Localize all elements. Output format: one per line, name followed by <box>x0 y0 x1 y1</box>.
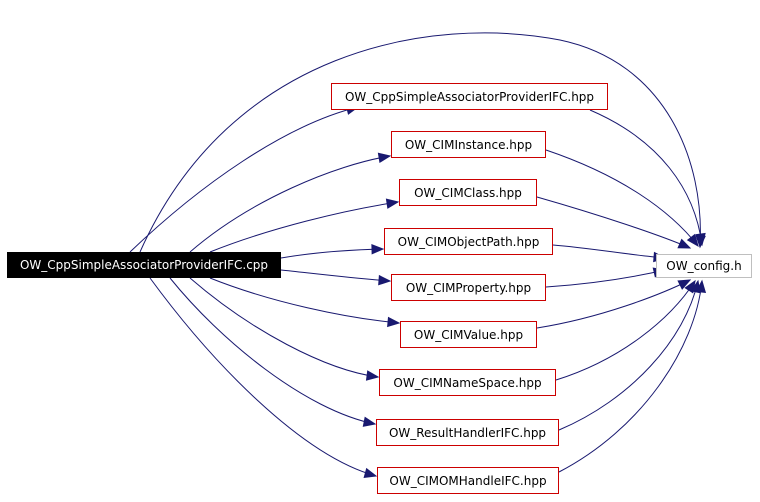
node-ow-ciminstance-hpp[interactable]: OW_CIMInstance.hpp <box>391 131 546 158</box>
node-ow-cimclass-hpp[interactable]: OW_CIMClass.hpp <box>399 179 537 206</box>
edge-include-2-to-config-arrowhead <box>677 238 692 249</box>
edge-source-to-include-5 <box>209 277 400 324</box>
edge-source-to-include-2 <box>209 201 399 253</box>
source-file-node[interactable]: OW_CppSimpleAssociatorProviderIFC.cpp <box>7 252 281 278</box>
edge-include-1-to-config-arrowhead <box>686 233 699 248</box>
edge-source-to-include-7-arrowhead <box>362 416 377 427</box>
edge-include-0-to-config-arrowhead <box>695 232 706 247</box>
edge-source-to-include-0 <box>129 106 359 253</box>
edge-include-7-to-config <box>558 280 699 431</box>
node-ow-resulthandleridc-hpp[interactable]: OW_ResultHandlerIFC.hpp <box>376 419 559 446</box>
edge-source-to-include-8 <box>149 277 377 477</box>
edge-source-to-include-3-arrowhead <box>371 244 385 255</box>
node-ow-cimvalue-hpp[interactable]: OW_CIMValue.hpp <box>400 321 537 348</box>
edge-include-6-to-config <box>555 280 696 381</box>
node-ow-cimnamespace-hpp[interactable]: OW_CIMNameSpace.hpp <box>379 369 556 396</box>
edge-include-5-to-config-arrowhead <box>677 279 692 290</box>
edge-include-8-to-config-arrowhead <box>695 279 707 293</box>
edge-source-to-include-1 <box>189 155 391 253</box>
edge-source-to-config <box>139 32 701 253</box>
edge-source-to-include-4-arrowhead <box>378 274 392 286</box>
node-ow-config-h: OW_config.h <box>656 254 752 278</box>
edge-include-5-to-config <box>536 279 691 329</box>
node-ow-cimomhandleidc-hpp[interactable]: OW_CIMOMHandleIFC.hpp <box>377 467 559 494</box>
edge-source-to-include-6 <box>189 277 379 378</box>
node-ow-cimproperty-hpp[interactable]: OW_CIMProperty.hpp <box>391 274 546 301</box>
edge-source-to-include-2-arrowhead <box>385 198 400 209</box>
edge-source-to-include-1-arrowhead <box>377 152 392 164</box>
edge-include-0-to-config <box>589 109 703 246</box>
edge-include-8-to-config <box>558 280 703 473</box>
edge-source-to-include-4 <box>280 269 391 282</box>
edge-include-3-to-config <box>552 244 666 259</box>
node-ow-cimobjectpath-hpp[interactable]: OW_CIMObjectPath.hpp <box>384 228 553 255</box>
node-ow-cppsimpleassociatorprovideridc-hpp[interactable]: OW_CppSimpleAssociatorProviderIFC.hpp <box>331 83 608 110</box>
edge-source-to-include-6-arrowhead <box>365 370 380 381</box>
edge-include-2-to-config <box>536 196 691 249</box>
edge-source-to-include-5-arrowhead <box>387 316 401 328</box>
edge-include-1-to-config <box>545 149 699 247</box>
edge-source-to-include-3 <box>280 248 384 259</box>
edge-source-to-include-8-arrowhead <box>363 467 378 478</box>
edge-include-4-to-config <box>545 269 666 288</box>
edge-source-to-include-7 <box>169 277 376 425</box>
